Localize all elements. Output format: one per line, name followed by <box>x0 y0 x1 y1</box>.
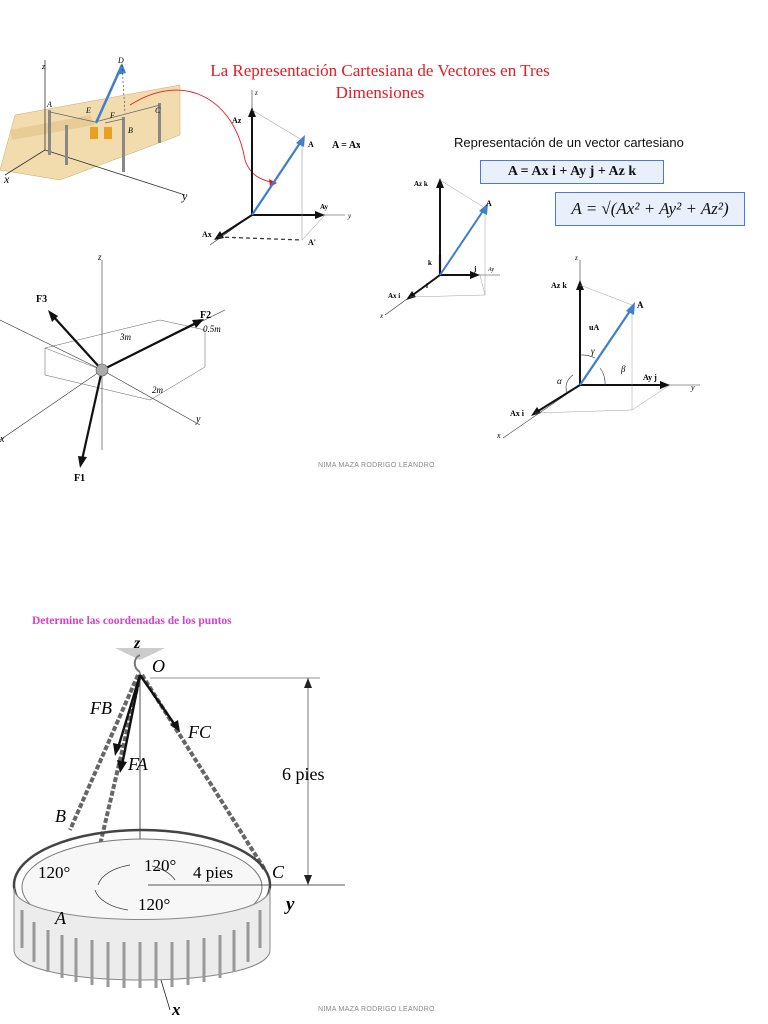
force-label-z: z <box>97 252 102 262</box>
angle-label-alpha: α <box>557 376 562 386</box>
vector-sum-figure: z Az A A = Ax + Ay + Az Ay y Ax A' <box>202 89 360 247</box>
page-title: La Representación Cartesiana de Vectores… <box>210 61 550 102</box>
angle-label-z: z <box>574 254 578 262</box>
tower-label-b: B <box>128 126 133 135</box>
angle-label-azk: Az k <box>551 281 567 290</box>
tower-label-d: D <box>117 56 124 65</box>
unit-vectors-figure: Az k A k j Ay i Ax i x <box>380 178 500 320</box>
force-label-f2: F2 <box>200 310 211 321</box>
chandelier-label-x: x <box>171 1000 181 1019</box>
footer-author-bottom: NIMA MAZA RODRIGO LEANDRO <box>318 1006 435 1013</box>
vsum-label-z: z <box>254 89 258 97</box>
chandelier-label-o: O <box>152 656 165 676</box>
unit-label-i: i <box>426 282 428 290</box>
angle-label-gamma: γ <box>591 346 595 356</box>
unit-label-a: A <box>486 199 492 208</box>
chandelier-label-y: y <box>284 894 295 915</box>
force-label-halfm: 0.5m <box>203 324 221 334</box>
force-label-f3: F3 <box>36 294 47 305</box>
force-label-f1: F1 <box>74 473 85 484</box>
angle-label-x: x <box>496 431 501 440</box>
vsum-label-ax: Ax <box>202 230 212 239</box>
vsum-label-aprime: A' <box>308 238 316 247</box>
angle-label-ayj: Ay j <box>643 373 657 382</box>
chandelier-label-120-bottom: 120° <box>138 895 170 914</box>
towers-figure: z D A E F C B x y <box>0 56 188 203</box>
vsum-label-az: Az <box>232 116 242 125</box>
tower-label-z: z <box>41 62 46 71</box>
chandelier-label-c: C <box>272 862 285 882</box>
chandelier-figure: z O FB FA FC 6 pies B 120° 120° 4 pies C… <box>12 635 345 1019</box>
angle-label-axi: Ax i <box>510 409 525 418</box>
unit-label-k: k <box>428 259 432 267</box>
chandelier-label-4pies: 4 pies <box>193 863 233 882</box>
forces-figure: z F3 F2 0.5m 3m 2m y x F1 <box>0 252 226 484</box>
vector-representation-heading: Representación de un vector cartesiano <box>454 135 684 150</box>
vsum-label-a: A <box>308 140 314 149</box>
tower-label-x: x <box>3 172 10 186</box>
angle-label-beta: β <box>620 364 626 374</box>
chandelier-label-fb: FB <box>89 698 112 718</box>
tower-label-e: E <box>85 106 91 115</box>
component-equation: A = Ax i + Ay j + Az k <box>480 160 664 184</box>
unit-label-axi: Ax i <box>388 292 400 300</box>
vsum-label-ay: Ay <box>320 203 329 211</box>
chandelier-label-z: z <box>133 635 141 652</box>
force-label-2m: 2m <box>152 385 164 395</box>
unit-label-x: x <box>380 312 384 320</box>
chandelier-label-6pies: 6 pies <box>282 764 325 784</box>
chandelier-label-fa: FA <box>127 754 149 774</box>
tower-label-a: A <box>46 100 52 109</box>
unit-label-azk: Az k <box>414 180 428 188</box>
force-label-y: y <box>195 414 201 425</box>
chandelier-label-120-left: 120° <box>38 863 70 882</box>
angle-label-ua: uA <box>589 323 599 332</box>
chandelier-label-a: A <box>54 908 67 928</box>
force-label-x: x <box>0 434 5 445</box>
magnitude-equation: A = √(Ax² + Ay² + Az²) <box>555 192 745 226</box>
unit-label-ay: Ay <box>487 267 494 273</box>
angle-label-a: A <box>637 300 644 310</box>
chandelier-label-b: B <box>55 806 66 826</box>
chandelier-label-120-top: 120° <box>144 856 176 875</box>
exercise-prompt: Determine las coordenadas de los puntos <box>32 615 232 627</box>
angle-label-y: y <box>690 383 695 392</box>
footer-author-top: NIMA MAZA RODRIGO LEANDRO <box>318 462 435 469</box>
tower-label-f: F <box>109 111 115 120</box>
vsum-equation: A = Ax + Ay + Az <box>332 140 360 151</box>
vsum-label-y: y <box>347 212 352 220</box>
tower-label-y: y <box>181 189 188 203</box>
direction-angles-figure: z Az k A uA γ β α Ay j y Ax i x <box>496 254 700 440</box>
force-label-3m: 3m <box>119 332 132 342</box>
tower-label-c: C <box>155 106 161 115</box>
chandelier-label-fc: FC <box>187 722 212 742</box>
unit-label-j: j <box>473 265 476 273</box>
